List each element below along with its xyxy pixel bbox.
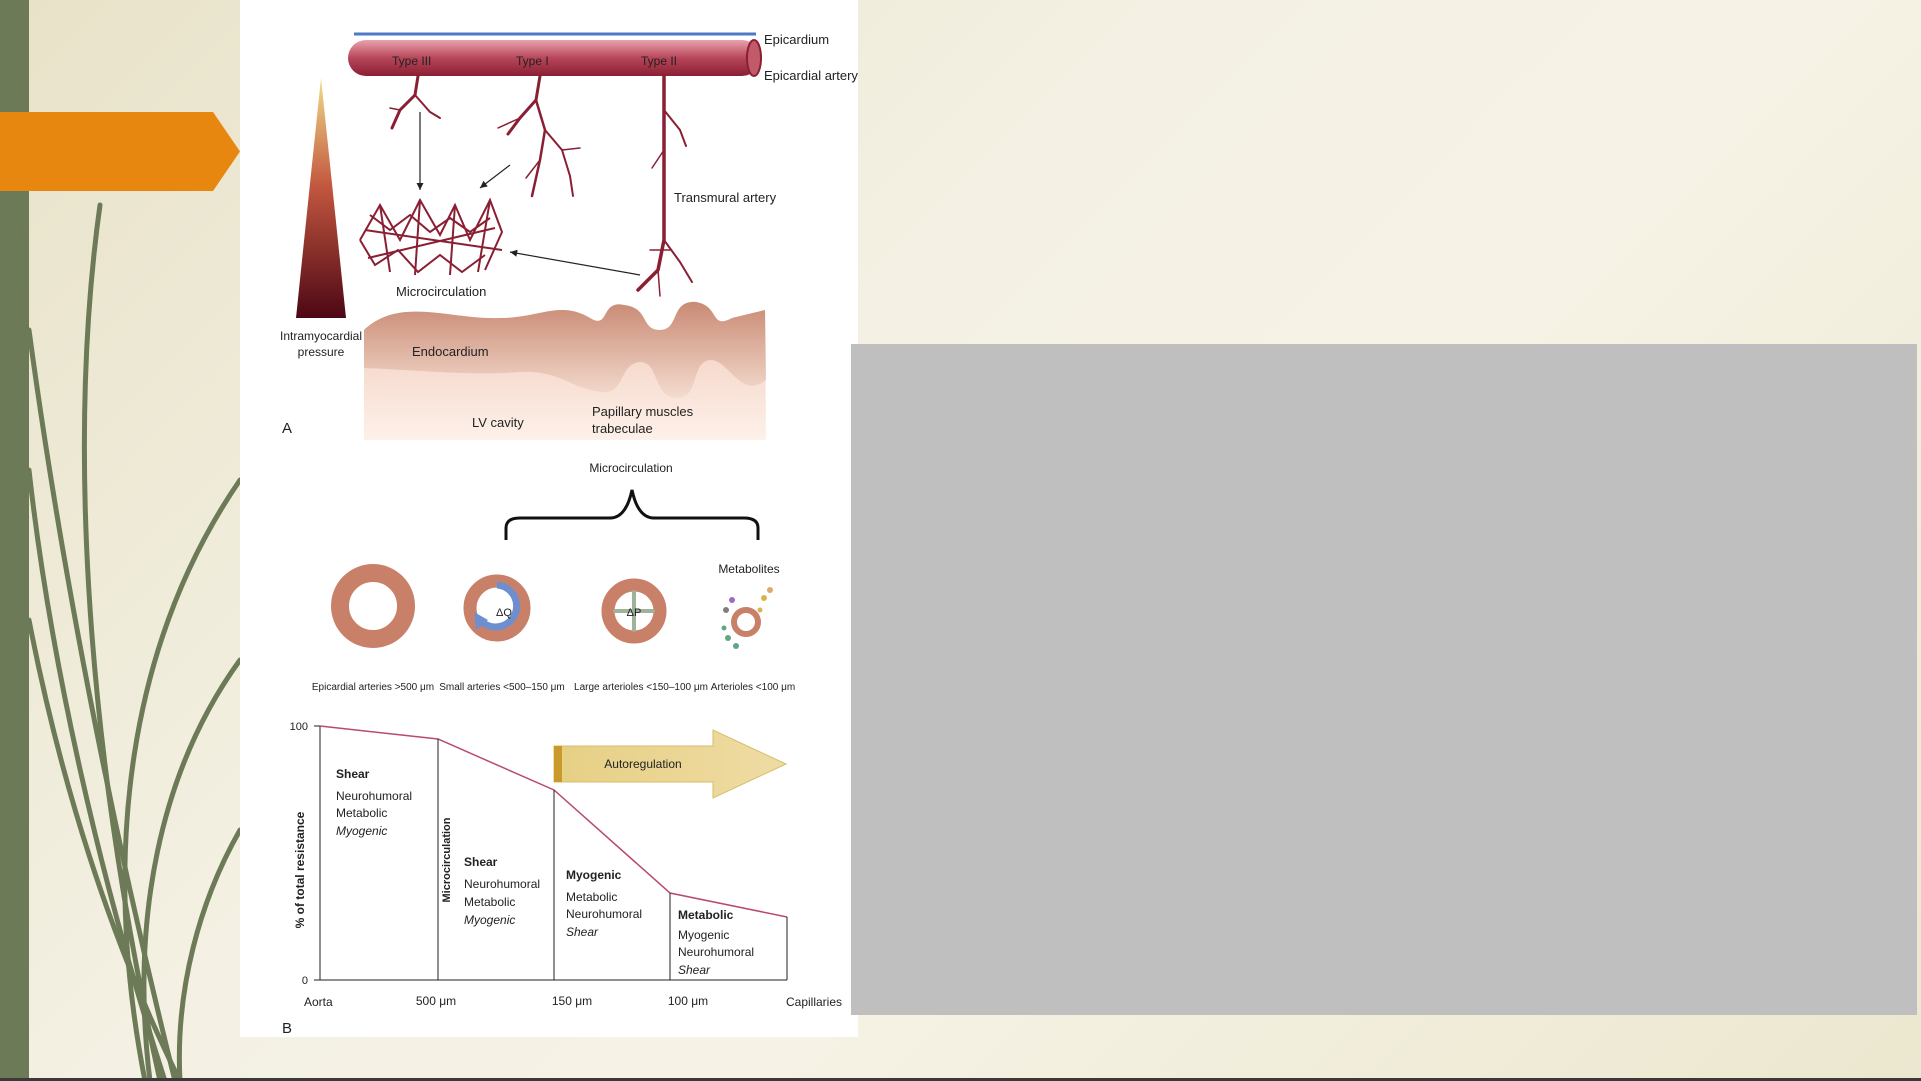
arterial-branches bbox=[389, 74, 693, 297]
intramyocardial-label-1: Intramyocardial bbox=[280, 329, 362, 343]
zone3-line1: Metabolic bbox=[566, 890, 617, 904]
vessel-label-large-arterioles: Large arterioles <150–100 μm bbox=[574, 682, 708, 693]
type-ii-label: Type II bbox=[641, 54, 677, 68]
zone1-italic: Myogenic bbox=[336, 824, 387, 838]
pressure-gradient-triangle bbox=[296, 78, 346, 318]
autoregulation-arrow bbox=[553, 729, 788, 799]
zone4-line2: Neurohumoral bbox=[678, 945, 754, 959]
y-tick-100: 100 bbox=[290, 721, 308, 733]
x-label-100: 100 μm bbox=[668, 994, 708, 1008]
zone2-line1: Neurohumoral bbox=[464, 877, 540, 891]
y-tick-0: 0 bbox=[302, 975, 308, 987]
x-label-aorta: Aorta bbox=[304, 995, 333, 1009]
panel-b-letter: B bbox=[282, 1020, 292, 1037]
endocardium-label: Endocardium bbox=[412, 344, 489, 359]
zone2-bold: Shear bbox=[464, 855, 498, 869]
delta-q-label: ΔQ bbox=[496, 607, 512, 619]
type-iii-label: Type III bbox=[392, 54, 431, 68]
zone1-line2: Metabolic bbox=[336, 806, 387, 820]
zone4-bold: Metabolic bbox=[678, 908, 734, 922]
vessel-label-epicardial: Epicardial arteries >500 μm bbox=[312, 682, 434, 693]
papillary-label-2: trabeculae bbox=[592, 421, 653, 436]
zone2-line2: Metabolic bbox=[464, 895, 515, 909]
y-axis-label: % of total resistance bbox=[293, 811, 307, 928]
papillary-label-1: Papillary muscles bbox=[592, 404, 694, 419]
decorative-grass bbox=[26, 202, 243, 1081]
zone4-line1: Myogenic bbox=[678, 928, 729, 942]
epicardial-artery-label: Epicardial artery bbox=[764, 68, 858, 83]
zone1-bold: Shear bbox=[336, 767, 370, 781]
x-label-capillaries: Capillaries bbox=[786, 995, 842, 1009]
intramyocardial-label-2: pressure bbox=[298, 345, 345, 359]
microcirculation-a-label: Microcirculation bbox=[396, 284, 486, 299]
microcirculation-brace bbox=[504, 489, 760, 540]
zone3-bold: Myogenic bbox=[566, 868, 622, 882]
panel-a-letter: A bbox=[282, 420, 292, 437]
epicardial-artery-vessel bbox=[348, 40, 760, 76]
transmural-artery-label: Transmural artery bbox=[674, 190, 777, 205]
vessel-label-small-arteries: Small arteries <500–150 μm bbox=[439, 682, 565, 693]
bottom-border bbox=[0, 1078, 1921, 1081]
zone3-italic: Shear bbox=[566, 925, 599, 939]
zone3-line2: Neurohumoral bbox=[566, 907, 642, 921]
zone4-italic: Shear bbox=[678, 963, 711, 977]
zone2-italic: Myogenic bbox=[464, 913, 515, 927]
zone-dividers bbox=[437, 739, 788, 980]
microcirculation-b-label: Microcirculation bbox=[589, 461, 672, 475]
lv-cavity-label: LV cavity bbox=[472, 415, 524, 430]
endocardium-band bbox=[364, 301, 766, 399]
x-label-150: 150 μm bbox=[552, 994, 592, 1008]
delta-p-label: ΔP bbox=[627, 607, 642, 619]
content-placeholder bbox=[851, 344, 1917, 1015]
zone1-line1: Neurohumoral bbox=[336, 789, 412, 803]
epicardial-artery-ring bbox=[331, 564, 415, 648]
epicardium-label: Epicardium bbox=[764, 32, 829, 47]
x-label-500: 500 μm bbox=[416, 994, 456, 1008]
coronary-circulation-figure: Type III Type I Type II Epicardium Epica… bbox=[240, 0, 858, 1037]
microcirculation-vertical-label: Microcirculation bbox=[441, 817, 453, 902]
arteriole-ring bbox=[731, 607, 761, 637]
metabolites-label: Metabolites bbox=[718, 562, 779, 576]
small-artery-ring bbox=[463, 574, 531, 642]
type-i-label: Type I bbox=[516, 54, 549, 68]
large-arteriole-ring bbox=[601, 578, 667, 644]
vessel-label-arterioles: Arterioles <100 μm bbox=[711, 682, 795, 693]
microcirculation-mesh bbox=[359, 197, 504, 276]
autoregulation-label: Autoregulation bbox=[604, 757, 681, 771]
orange-arrow-tab bbox=[0, 112, 240, 191]
metabolite-dots bbox=[721, 587, 773, 649]
